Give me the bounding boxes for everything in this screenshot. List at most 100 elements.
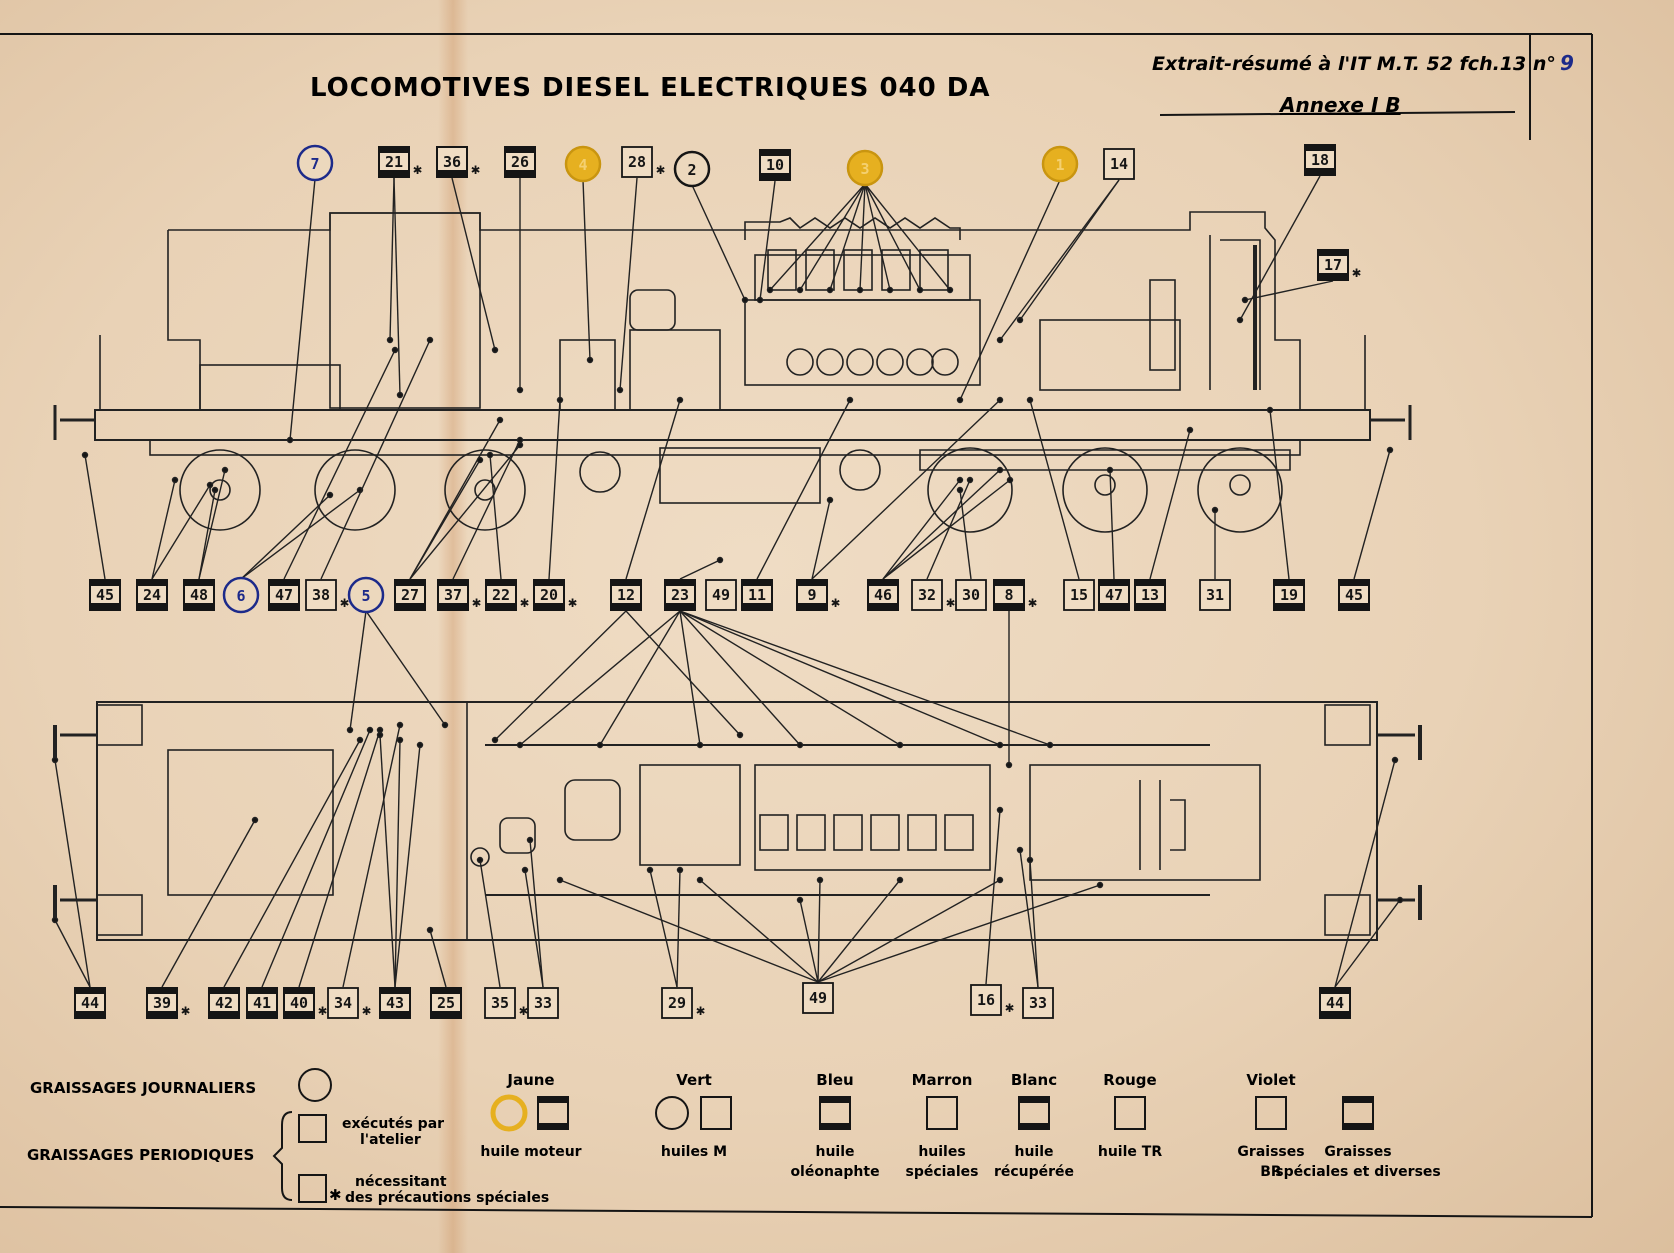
lubrication-point xyxy=(696,876,704,884)
grease-point-2: 2 xyxy=(673,150,711,188)
leader-line xyxy=(679,610,901,746)
leader-line xyxy=(1334,759,1396,988)
leader-line xyxy=(409,459,481,580)
lubrication-point xyxy=(396,736,404,744)
lubrication-point xyxy=(796,741,804,749)
lubrication-point xyxy=(491,346,499,354)
leader-line xyxy=(619,177,638,391)
swatch-circle-icon xyxy=(490,1094,528,1132)
label-number: 42 xyxy=(215,994,233,1012)
grease-point-3: 3 xyxy=(846,149,884,187)
swatch-circle-icon xyxy=(655,1096,689,1130)
leader-line xyxy=(859,183,866,291)
annex-label: Annexe I B xyxy=(1278,93,1401,117)
legend-color-name: Jaune xyxy=(506,1071,554,1089)
grease-point-11: 11 xyxy=(741,579,773,611)
label-number: 18 xyxy=(1311,151,1329,169)
grease-point-13: 13 xyxy=(1134,579,1166,611)
label-box-icon xyxy=(484,987,516,1019)
lubrication-point xyxy=(1396,896,1404,904)
grease-point-20: 20✱ xyxy=(533,579,577,611)
legend-periodic: GRAISSAGES PERIODIQUES xyxy=(27,1146,254,1164)
label-circle-icon xyxy=(222,576,260,614)
lubrication-point xyxy=(676,396,684,404)
legend-special-1: nécessitant xyxy=(355,1174,447,1190)
leader-line xyxy=(349,610,367,731)
leader-line xyxy=(151,479,176,580)
grease-point-29: 29✱ xyxy=(661,987,705,1019)
lubrication-point xyxy=(51,916,59,924)
lubrication-point xyxy=(251,816,259,824)
leader-line xyxy=(959,489,972,580)
grease-point-19: 19 xyxy=(1273,579,1305,611)
label-number: 32 xyxy=(918,586,936,604)
grease-point-26: 26 xyxy=(504,146,536,178)
lubrication-point xyxy=(1026,396,1034,404)
label-number: 5 xyxy=(361,587,370,605)
label-number: 35 xyxy=(491,994,509,1012)
label-number: 25 xyxy=(437,994,455,1012)
label-number: 10 xyxy=(766,156,784,174)
reference-number: 9 xyxy=(1560,51,1574,75)
swatch-box-icon xyxy=(700,1096,732,1130)
label-number: 47 xyxy=(1105,586,1123,604)
grease-point-17: 17✱ xyxy=(1317,249,1361,281)
legend-special-2: des précautions spéciales xyxy=(345,1190,549,1206)
label-number: 27 xyxy=(401,586,419,604)
lubrication-point xyxy=(1096,881,1104,889)
grease-point-43: 43 xyxy=(379,987,411,1019)
leader-line xyxy=(198,469,226,580)
lubrication-point xyxy=(996,336,1004,344)
grease-point-6: 6 xyxy=(222,576,260,614)
grease-point-42: 42 xyxy=(208,987,240,1019)
legend-color-desc: huile xyxy=(815,1144,854,1160)
label-box-icon xyxy=(621,146,653,178)
lubrication-point xyxy=(476,856,484,864)
label-box-icon xyxy=(1063,579,1095,611)
lubrication-point xyxy=(556,876,564,884)
special-star-icon: ✱ xyxy=(519,1001,528,1019)
label-number: 2 xyxy=(687,161,696,179)
leader-line xyxy=(261,729,371,988)
special-star-icon: ✱ xyxy=(1005,998,1014,1016)
lubrication-point xyxy=(171,476,179,484)
label-number: 46 xyxy=(874,586,892,604)
leader-line xyxy=(679,610,1001,746)
label-box-icon xyxy=(327,987,359,1019)
lubrication-point xyxy=(646,866,654,874)
lubrication-point xyxy=(221,466,229,474)
leader-line xyxy=(548,399,561,580)
label-number: 4 xyxy=(578,156,587,174)
lubrication-point xyxy=(766,286,774,294)
legend-color-desc: BR xyxy=(1260,1164,1282,1180)
grease-point-49: 49 xyxy=(705,579,737,611)
grease-point-49: 49 xyxy=(802,982,834,1014)
grease-point-44: 44 xyxy=(74,987,106,1019)
special-star-icon: ✱ xyxy=(1352,263,1361,281)
leader-line xyxy=(769,183,866,291)
lubrication-point xyxy=(516,436,524,444)
leader-line xyxy=(759,180,776,301)
swatch-box-icon xyxy=(1255,1096,1287,1130)
special-star-icon: ✱ xyxy=(340,593,349,611)
legend-workshop-2: l'atelier xyxy=(360,1132,421,1148)
grease-point-18: 18 xyxy=(1304,144,1336,176)
legend-color-desc: huiles xyxy=(918,1144,965,1160)
grease-point-47: 47 xyxy=(268,579,300,611)
lubrication-point xyxy=(1391,756,1399,764)
label-number: 43 xyxy=(386,994,404,1012)
legend-color-desc: oléonaphte xyxy=(790,1164,879,1180)
grease-point-28: 28✱ xyxy=(621,146,665,178)
lubrication-point xyxy=(1046,741,1054,749)
leader-line xyxy=(599,610,681,746)
leader-line xyxy=(999,179,1120,341)
label-box-icon xyxy=(1103,148,1135,180)
leader-line xyxy=(1334,899,1401,988)
leader-line xyxy=(393,177,401,396)
lubrication-point xyxy=(1016,316,1024,324)
grease-point-1: 1 xyxy=(1041,145,1079,183)
grease-point-33: 33 xyxy=(1022,987,1054,1019)
